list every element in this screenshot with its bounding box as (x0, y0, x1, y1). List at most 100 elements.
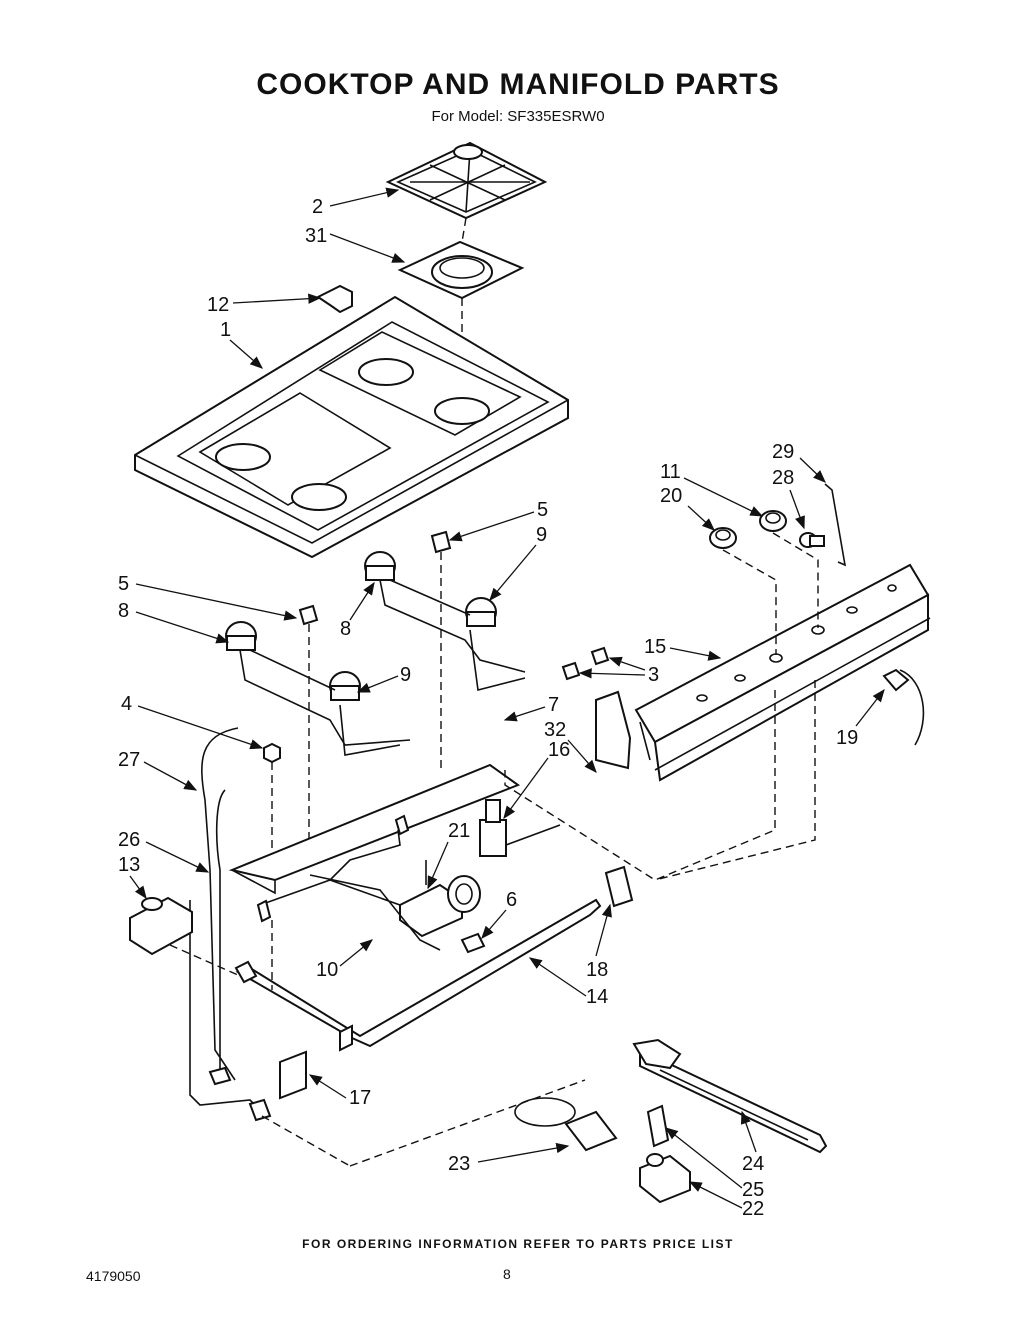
callout-17: 17 (308, 1074, 371, 1109)
svg-text:5: 5 (537, 499, 548, 521)
oven-safety-valve (639, 1153, 691, 1204)
orifice-3a (590, 646, 610, 666)
callout-13: 13 (118, 854, 147, 900)
callout-12: 12 (207, 293, 322, 316)
callout-5b: 5 (118, 573, 298, 621)
clip (824, 483, 847, 567)
svg-text:9: 9 (536, 524, 547, 546)
svg-text:6: 6 (506, 889, 517, 911)
cooktop-bracket (316, 284, 353, 314)
callout-29: 29 (772, 441, 826, 483)
callout-23: 23 (448, 1142, 570, 1175)
valve-bracket (604, 865, 634, 908)
svg-text:10: 10 (316, 959, 338, 981)
svg-text:26: 26 (118, 829, 140, 851)
tubing (259, 829, 441, 951)
power-cord-connector (882, 668, 910, 692)
svg-text:9: 9 (400, 664, 411, 686)
callout-20: 20 (660, 485, 715, 531)
svg-text:29: 29 (772, 441, 794, 463)
orifice-3b (561, 661, 581, 681)
callout-16: 16 (503, 739, 570, 820)
fitting (460, 932, 486, 954)
manifold-tube (235, 898, 602, 1048)
callout-26: 26 (118, 829, 210, 873)
page-title: COOKTOP AND MANIFOLD PARTS (256, 68, 780, 101)
svg-text:28: 28 (772, 467, 794, 489)
svg-text:32: 32 (544, 719, 566, 741)
svg-text:8: 8 (118, 600, 129, 622)
svg-text:2: 2 (312, 196, 323, 218)
control-knob-20 (709, 527, 737, 549)
callout-3: 3 (578, 656, 659, 686)
callout-5a: 5 (448, 499, 548, 542)
pressure-regulator (399, 860, 481, 938)
gas-valve (479, 799, 561, 857)
mount-bracket (595, 690, 632, 770)
page-number: 8 (503, 1266, 511, 1282)
svg-text:14: 14 (586, 986, 608, 1008)
callout-15: 15 (644, 636, 722, 661)
model-subtitle: For Model: SF335ESRW0 (431, 108, 605, 125)
callout-9b: 9 (356, 664, 411, 693)
svg-text:8: 8 (340, 618, 351, 640)
callout-8b: 8 (118, 600, 230, 644)
callout-6: 6 (481, 889, 517, 939)
callout-10: 10 (316, 939, 374, 981)
thermocouple-connector (646, 1104, 670, 1148)
svg-text:27: 27 (118, 749, 140, 771)
callout-14: 14 (528, 957, 608, 1008)
svg-text:16: 16 (548, 739, 570, 761)
svg-text:15: 15 (644, 636, 666, 658)
hex-nut (263, 742, 281, 764)
callout-11: 11 (660, 461, 764, 517)
svg-text:24: 24 (742, 1153, 764, 1175)
cooktop-panel (134, 295, 569, 559)
bracket-17 (279, 1050, 307, 1100)
svg-text:17: 17 (349, 1087, 371, 1109)
svg-text:19: 19 (836, 727, 858, 749)
callout-1: 1 (220, 319, 263, 369)
rear-burner-assembly (364, 530, 526, 770)
callout-8a: 8 (340, 581, 375, 640)
callout-27: 27 (118, 749, 198, 791)
control-knob-11 (759, 510, 787, 532)
svg-text:31: 31 (305, 225, 327, 247)
callout-28: 28 (772, 467, 805, 530)
svg-text:12: 12 (207, 294, 229, 316)
svg-text:11: 11 (660, 461, 681, 483)
callout-18: 18 (586, 903, 612, 981)
document-code: 4179050 (86, 1268, 141, 1284)
callout-32: 32 (544, 719, 597, 773)
oven-igniter (514, 1097, 618, 1152)
callout-19: 19 (836, 688, 885, 749)
callout-4: 4 (121, 693, 264, 750)
callout-2: 2 (312, 187, 400, 218)
front-burner-assembly (225, 604, 411, 840)
manifold-support (228, 763, 521, 895)
manifold-panel (634, 563, 931, 782)
callout-31: 31 (305, 225, 406, 263)
ordering-note: FOR ORDERING INFORMATION REFER TO PARTS … (302, 1237, 734, 1251)
gas-line (201, 727, 239, 1081)
svg-text:20: 20 (660, 485, 682, 507)
svg-text:5: 5 (118, 573, 129, 595)
burner-grate (385, 141, 548, 220)
callout-25: 25 (664, 1127, 764, 1201)
svg-text:4: 4 (121, 693, 132, 715)
callout-24: 24 (740, 1110, 764, 1175)
svg-text:3: 3 (648, 664, 659, 686)
svg-text:25: 25 (742, 1179, 764, 1201)
callout-21: 21 (427, 820, 470, 890)
callout-7: 7 (503, 694, 559, 722)
drip-bowl (397, 240, 525, 300)
oven-valve (129, 896, 193, 956)
svg-text:23: 23 (448, 1153, 470, 1175)
svg-text:7: 7 (548, 694, 559, 716)
igniter-switch (799, 532, 825, 548)
callout-22: 22 (688, 1181, 764, 1220)
svg-text:13: 13 (118, 854, 140, 876)
svg-text:22: 22 (742, 1198, 764, 1220)
svg-text:18: 18 (586, 959, 608, 981)
